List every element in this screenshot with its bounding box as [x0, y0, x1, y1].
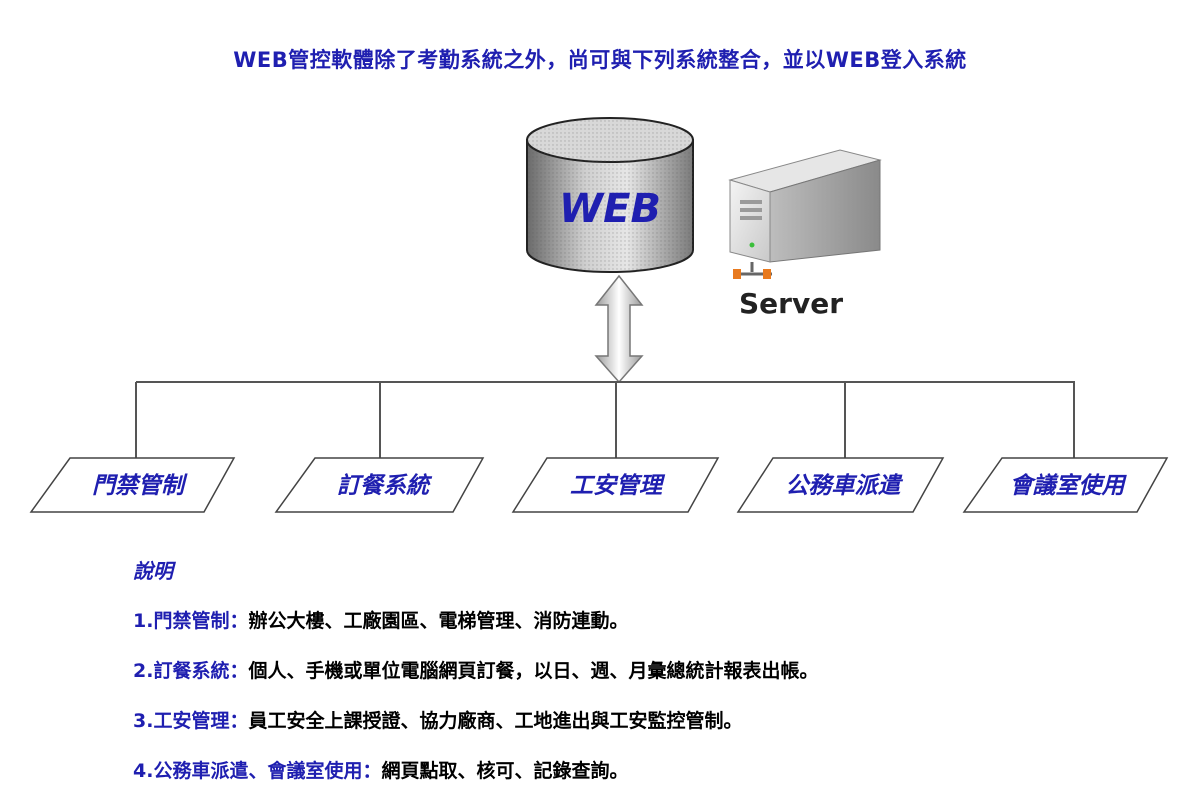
- module-box: 門禁管制: [29, 457, 236, 513]
- module-label: 門禁管制: [92, 473, 188, 499]
- module-boxes: 門禁管制 訂餐系統 工安管理 公務車派遣 會議室使用: [29, 457, 1169, 513]
- module-label: 訂餐系統: [337, 473, 433, 499]
- description-text: 辦公大樓、工廠園區、電梯管理、消防連動。: [248, 610, 629, 632]
- description-line: 2.訂餐系統：個人、手機或單位電腦網頁訂餐，以日、週、月彙總統計報表出帳。: [133, 656, 818, 683]
- server-icon: Server: [728, 149, 882, 320]
- description-text: 個人、手機或單位電腦網頁訂餐，以日、週、月彙總統計報表出帳。: [248, 660, 819, 682]
- connector-lines: [135, 381, 1075, 458]
- description-line: 1.門禁管制：辦公大樓、工廠園區、電梯管理、消防連動。: [133, 606, 628, 633]
- module-box: 工安管理: [511, 457, 720, 513]
- module-label: 公務車派遣: [786, 473, 904, 499]
- diagram-title: WEB管控軟體除了考勤系統之外，尚可與下列系統整合，並以WEB登入系統: [233, 48, 967, 72]
- double-arrow-icon: [594, 274, 644, 384]
- description-heading: 說明: [133, 559, 173, 583]
- description-line: 4.公務車派遣、會議室使用：網頁點取、核可、記錄查詢。: [133, 756, 628, 783]
- module-box: 會議室使用: [962, 457, 1169, 513]
- server-label: Server: [739, 287, 843, 320]
- description-text: 員工安全上課授證、協力廠商、工地進出與工安監控管制。: [248, 710, 743, 732]
- description-line: 3.工安管理：員工安全上課授證、協力廠商、工地進出與工安監控管制。: [133, 706, 742, 733]
- description-text: 網頁點取、核可、記錄查詢。: [381, 760, 629, 782]
- module-box: 訂餐系統: [274, 457, 485, 513]
- description-label: 2.訂餐系統：: [133, 660, 249, 682]
- web-database-label: WEB: [559, 186, 661, 232]
- module-label: 工安管理: [570, 473, 666, 499]
- description-label: 1.門禁管制：: [133, 610, 249, 632]
- description-label: 3.工安管理：: [133, 710, 249, 732]
- description-label: 4.公務車派遣、會議室使用：: [133, 760, 382, 782]
- module-label: 會議室使用: [1010, 472, 1128, 499]
- module-box: 公務車派遣: [736, 457, 945, 513]
- web-database-icon: WEB: [526, 117, 694, 273]
